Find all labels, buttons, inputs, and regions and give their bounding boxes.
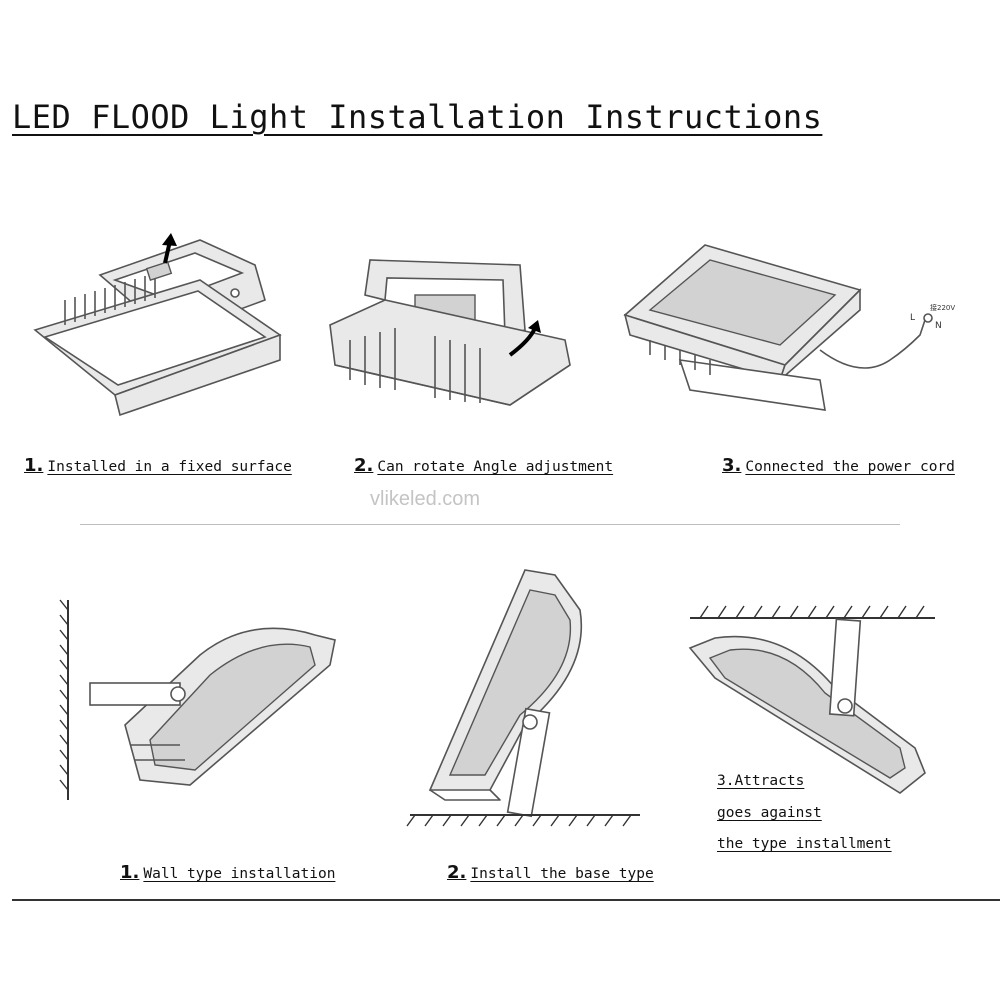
note-line-1-text: 3.Attracts (717, 773, 805, 789)
top-step-2-number: 2. (354, 455, 374, 476)
page-title: LED FLOOD Light Installation Instruction… (12, 98, 823, 136)
bottom-step-1-text: Wall type installation (143, 866, 336, 882)
section-divider (80, 524, 900, 525)
rotate-angle-diagram (329, 259, 571, 406)
watermark: vlikeled.com (370, 488, 481, 510)
top-step-1: 1.Installed in a fixed surface (24, 455, 292, 476)
wire-label-n: N (935, 321, 942, 331)
power-cord-icon (819, 319, 926, 369)
bottom-step-2: 2.Install the base type (447, 862, 654, 883)
top-step-2-text: Can rotate Angle adjustment (377, 459, 614, 475)
wire-label-voltage: 接220V (930, 303, 955, 312)
fixed-surface-diagram (33, 233, 282, 417)
bottom-step-2-text: Install the base type (470, 866, 654, 882)
bottom-divider (12, 899, 1000, 901)
bottom-step-1: 1.Wall type installation (120, 862, 335, 883)
wire-label-l: L (910, 313, 915, 323)
bottom-step-1-number: 1. (120, 862, 140, 883)
bottom-step-2-number: 2. (447, 862, 467, 883)
ceiling-type-diagram (688, 605, 935, 794)
note-line-2-text: goes against (717, 805, 822, 821)
note-line-2: goes against (717, 805, 822, 821)
top-step-1-number: 1. (24, 455, 44, 476)
top-step-3: 3.Connected the power cord (722, 455, 955, 476)
base-type-diagram (406, 569, 640, 827)
power-cord-diagram: L N 接220V (623, 244, 955, 411)
top-step-2: 2.Can rotate Angle adjustment (354, 455, 613, 476)
top-step-1-text: Installed in a fixed surface (47, 459, 292, 475)
top-step-3-number: 3. (722, 455, 742, 476)
wall-type-diagram (59, 599, 336, 800)
top-step-3-text: Connected the power cord (745, 459, 955, 475)
note-line-3-text: the type installment (717, 836, 892, 852)
note-line-3: the type installment (717, 836, 892, 852)
note-line-1: 3.Attracts (717, 773, 804, 789)
